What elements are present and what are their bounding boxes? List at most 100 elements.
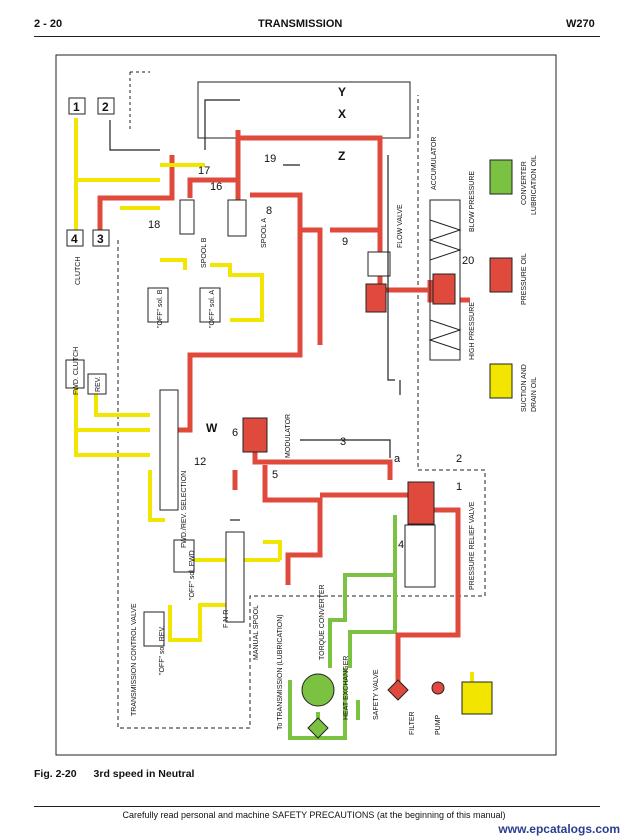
solenoid-a — [199, 287, 221, 323]
accumulator-housing — [197, 81, 411, 139]
spool-b-label: SPOOL B — [201, 237, 208, 268]
callout-6: 6 — [232, 427, 238, 439]
marker-z: Z — [338, 149, 345, 163]
spool-a-label: SPOOL A — [261, 218, 268, 248]
figure-title: 3rd speed in Neutral — [93, 768, 195, 780]
flow-valve — [367, 251, 391, 277]
legend-converter-2: LUBRICATION OIL — [531, 155, 538, 215]
pressure-relief-label: PRESSURE RELIEF VALVE — [469, 501, 476, 590]
footer-text: Carefully read personal and machine SAFE… — [122, 810, 506, 820]
solenoid-rev — [143, 611, 165, 647]
port-box-1 — [68, 97, 86, 115]
callout-a: a — [394, 453, 401, 465]
section-title: TRANSMISSION — [258, 18, 343, 30]
flow-valve-body — [365, 283, 387, 313]
modulator-valve — [242, 417, 268, 453]
callout-3: 3 — [340, 436, 346, 448]
diagram-frame — [55, 54, 557, 756]
legend-suction-1: SUCTION AND — [521, 364, 528, 412]
accumulator-label: ACCUMULATOR — [431, 137, 438, 190]
solenoid-fwd — [173, 539, 195, 573]
torque-converter-symbol — [301, 673, 335, 707]
accumulator-pistons — [428, 199, 462, 361]
callout-16: 16 — [210, 181, 222, 193]
dashed-top-lines — [129, 71, 150, 130]
manual-spool-label: MANUAL SPOOL — [253, 605, 260, 660]
legend-suction-2: DRAIN OIL — [531, 377, 538, 412]
sol-b-label: "OFF" sol. B — [157, 289, 164, 328]
tcv-label: TRANSMISSION CONTROL VALVE — [131, 603, 138, 716]
blow-pressure-label: BLOW PRESSURE — [469, 171, 476, 232]
pump-symbol — [431, 681, 445, 695]
fwd-rev-selection-label: FWD./REV. SELECTION — [181, 471, 188, 548]
footer-rule — [34, 806, 600, 807]
callout-1: 1 — [456, 481, 462, 493]
heat-exchanger-symbol — [307, 717, 329, 739]
watermark: www.epcatalogs.com — [498, 822, 620, 836]
port-box-3 — [92, 229, 110, 247]
sol-a-label: "OFF" sol. A — [209, 290, 216, 328]
sol-rev-label: "OFF" sol. REV. — [159, 626, 166, 675]
model-name: W270 — [566, 18, 595, 30]
callout-9: 9 — [342, 236, 348, 248]
torque-converter-label: TORQUE CONVERTER — [319, 584, 326, 660]
pressure-relief-valve — [407, 481, 435, 525]
pressure-lines — [97, 130, 470, 688]
to-transmission-label: To TRANSMISSION (LUBRICATION) — [277, 614, 284, 730]
spool-a — [227, 199, 247, 237]
solenoid-b — [147, 287, 169, 323]
legend-pressure-1: PRESSURE OIL — [521, 253, 528, 305]
callout-18: 18 — [148, 219, 160, 231]
fnr-label: F N R — [223, 610, 230, 628]
valve-20 — [432, 273, 456, 305]
figure-number: Fig. 2-20 — [34, 768, 77, 780]
legend-swatch-pressure — [489, 257, 513, 293]
marker-w: W — [206, 421, 218, 435]
fwd-clutch-box — [65, 359, 85, 389]
rev-label: REV. — [95, 376, 102, 392]
control-valve-boundary — [117, 95, 486, 729]
pump-reservoir — [461, 681, 493, 715]
port-label-4: 4 — [71, 232, 78, 246]
legend-converter-1: CONVERTER — [521, 161, 528, 205]
port-label-2: 2 — [102, 100, 109, 114]
filter-label: FILTER — [409, 711, 416, 735]
legend-swatch-suction — [489, 363, 513, 399]
pump-label: PUMP — [435, 714, 442, 735]
header-rule — [34, 36, 600, 37]
rev-box — [87, 373, 107, 395]
marker-y: Y — [338, 85, 346, 99]
lubrication-lines — [288, 515, 397, 740]
port-label-3: 3 — [97, 232, 104, 246]
relief-spring-housing — [404, 524, 436, 588]
figure-caption: Fig. 2-20 3rd speed in Neutral — [34, 768, 194, 780]
port-label-1: 1 — [73, 100, 80, 114]
spool-b — [179, 199, 195, 235]
callout-19: 19 — [264, 153, 276, 165]
suction-drain-lines — [74, 118, 474, 688]
sol-fwd-label: "OFF" sol. FWD — [189, 550, 196, 600]
fwd-clutch-label: FWD. CLUTCH — [73, 347, 80, 395]
page-number: 2 - 20 — [34, 18, 63, 30]
callout-2: 2 — [456, 453, 462, 465]
manual-spool — [225, 531, 245, 623]
callout-12: 12 — [194, 456, 206, 468]
high-pressure-label: HIGH PRESSURE — [469, 302, 476, 360]
port-box-4 — [66, 229, 84, 247]
safety-valve-label: SAFETY VALVE — [373, 669, 380, 720]
control-lines — [109, 99, 401, 521]
callout-8: 8 — [266, 205, 272, 217]
callout-5: 5 — [272, 469, 278, 481]
flow-valve-label: FLOW VALVE — [397, 204, 404, 248]
filter-symbol — [387, 679, 409, 701]
legend-swatch-converter — [489, 159, 513, 195]
clutch-label: CLUTCH — [75, 257, 82, 285]
callout-20: 20 — [462, 255, 474, 267]
port-box-2 — [97, 97, 115, 115]
marker-x: X — [338, 107, 346, 121]
heat-exchanger-label: HEAT EXCHANGER — [343, 656, 350, 720]
modulator-label: MODULATOR — [285, 414, 292, 458]
fwd-rev-selection-valve — [159, 389, 179, 511]
callout-17: 17 — [198, 165, 210, 177]
